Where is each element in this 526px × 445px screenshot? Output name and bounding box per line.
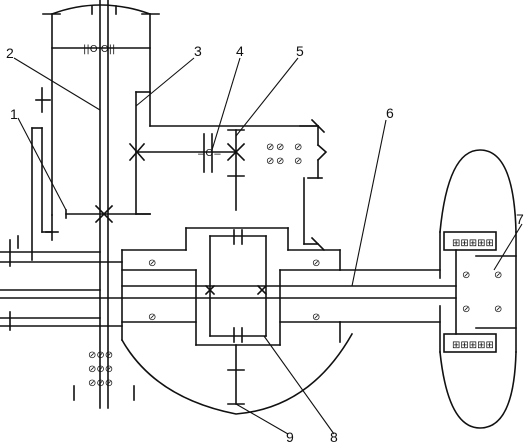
svg-text:⊘⊘⊘: ⊘⊘⊘ — [88, 378, 113, 389]
part-labels: 1 2 3 4 5 6 7 8 9 — [6, 43, 524, 445]
svg-text:=O=: =O= — [197, 148, 222, 159]
svg-text:⊘: ⊘ — [148, 312, 156, 323]
wheel-hub: ⊞⊞⊞⊞⊞ ⊞⊞⊞⊞⊞ ⊘ ⊘ ⊘ ⊘ — [439, 149, 517, 429]
label-5: 5 — [296, 43, 304, 59]
label-9: 9 — [286, 429, 294, 445]
svg-text:⊘: ⊘ — [148, 258, 156, 269]
svg-text:⊘: ⊘ — [276, 156, 284, 167]
svg-text:⊘: ⊘ — [462, 270, 470, 281]
label-8: 8 — [330, 429, 338, 445]
input-shaft-top: ||O O|| — [42, 0, 160, 409]
left-housing-frame — [31, 87, 59, 261]
svg-text:⊘: ⊘ — [294, 142, 302, 153]
svg-text:⊘⊘⊘: ⊘⊘⊘ — [88, 350, 113, 361]
label-2: 2 — [6, 45, 14, 61]
leader-lines — [13, 57, 523, 435]
svg-text:⊘: ⊘ — [462, 304, 470, 315]
differential-housing: ⊘ ⊘ ⊘ ⊘ — [120, 227, 354, 415]
svg-text:⊘: ⊘ — [266, 156, 274, 167]
svg-text:⊘: ⊘ — [494, 304, 502, 315]
label-3: 3 — [194, 43, 202, 59]
svg-text:⊘: ⊘ — [312, 312, 320, 323]
svg-text:||O O||: ||O O|| — [83, 44, 115, 55]
gear-5-bearings: ⊘ ⊘ ⊘ ⊘ ⊘ ⊘ — [266, 118, 328, 245]
input-shaft-bearings: ⊘⊘⊘ ⊘⊘⊘ ⊘⊘⊘ — [73, 350, 135, 401]
svg-text:⊘: ⊘ — [494, 270, 502, 281]
label-7: 7 — [516, 211, 524, 227]
svg-text:⊘: ⊘ — [276, 142, 284, 153]
label-1: 1 — [10, 106, 18, 122]
label-4: 4 — [236, 43, 244, 59]
gear-3-intermediate: =O= — [128, 91, 319, 215]
svg-text:⊘: ⊘ — [312, 258, 320, 269]
label-6: 6 — [386, 105, 394, 121]
svg-text:⊞⊞⊞⊞⊞: ⊞⊞⊞⊞⊞ — [452, 238, 494, 249]
svg-text:⊘: ⊘ — [294, 156, 302, 167]
output-shafts — [0, 235, 457, 343]
svg-text:⊞⊞⊞⊞⊞: ⊞⊞⊞⊞⊞ — [452, 340, 494, 351]
svg-text:⊘⊘⊘: ⊘⊘⊘ — [88, 364, 113, 375]
svg-text:⊘: ⊘ — [266, 142, 274, 153]
